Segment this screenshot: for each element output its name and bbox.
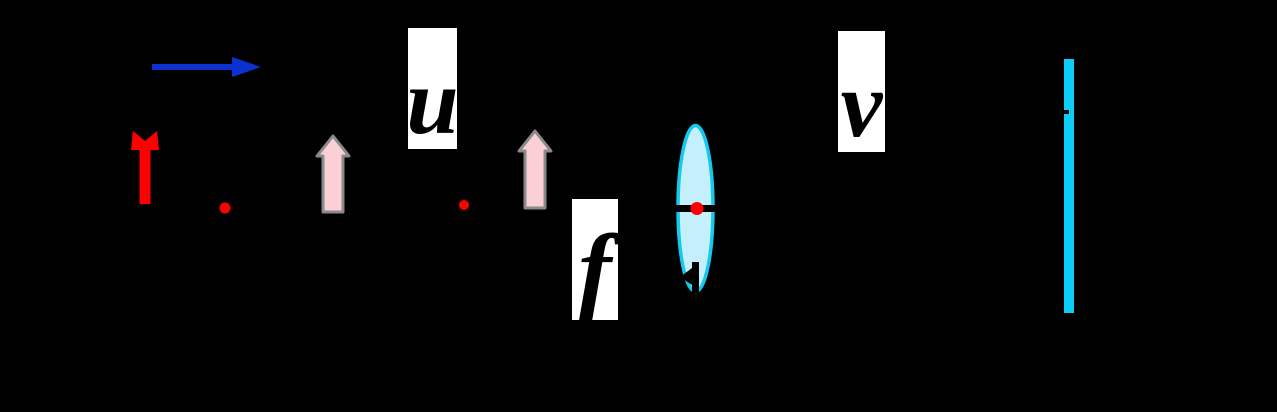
axis-dot-2	[459, 200, 469, 210]
focal-length-label-box: f	[572, 199, 618, 320]
screen-line	[1064, 59, 1074, 313]
object-arrow-head	[131, 131, 159, 150]
lens-bottom-marker-caret-icon	[680, 268, 692, 285]
image-distance-label-box: v	[838, 31, 885, 152]
ghost-object-arrow-1-icon	[315, 134, 351, 214]
lens-center-dot	[690, 202, 704, 215]
object-distance-label: u	[406, 50, 459, 154]
lens-bottom-marker	[680, 262, 699, 293]
ghost-object-arrow-2-icon	[517, 129, 553, 210]
focal-length-label: f	[578, 214, 612, 325]
lens-bottom-marker-bar	[692, 262, 699, 293]
axis-dot-1	[219, 202, 231, 214]
object-distance-label-box: u	[406, 28, 459, 154]
object-arrow-shaft	[139, 145, 151, 204]
screen-tick	[1060, 110, 1069, 114]
motion-arrow-icon	[152, 57, 261, 77]
image-distance-label: v	[840, 53, 883, 157]
object-arrow-icon	[131, 131, 159, 204]
